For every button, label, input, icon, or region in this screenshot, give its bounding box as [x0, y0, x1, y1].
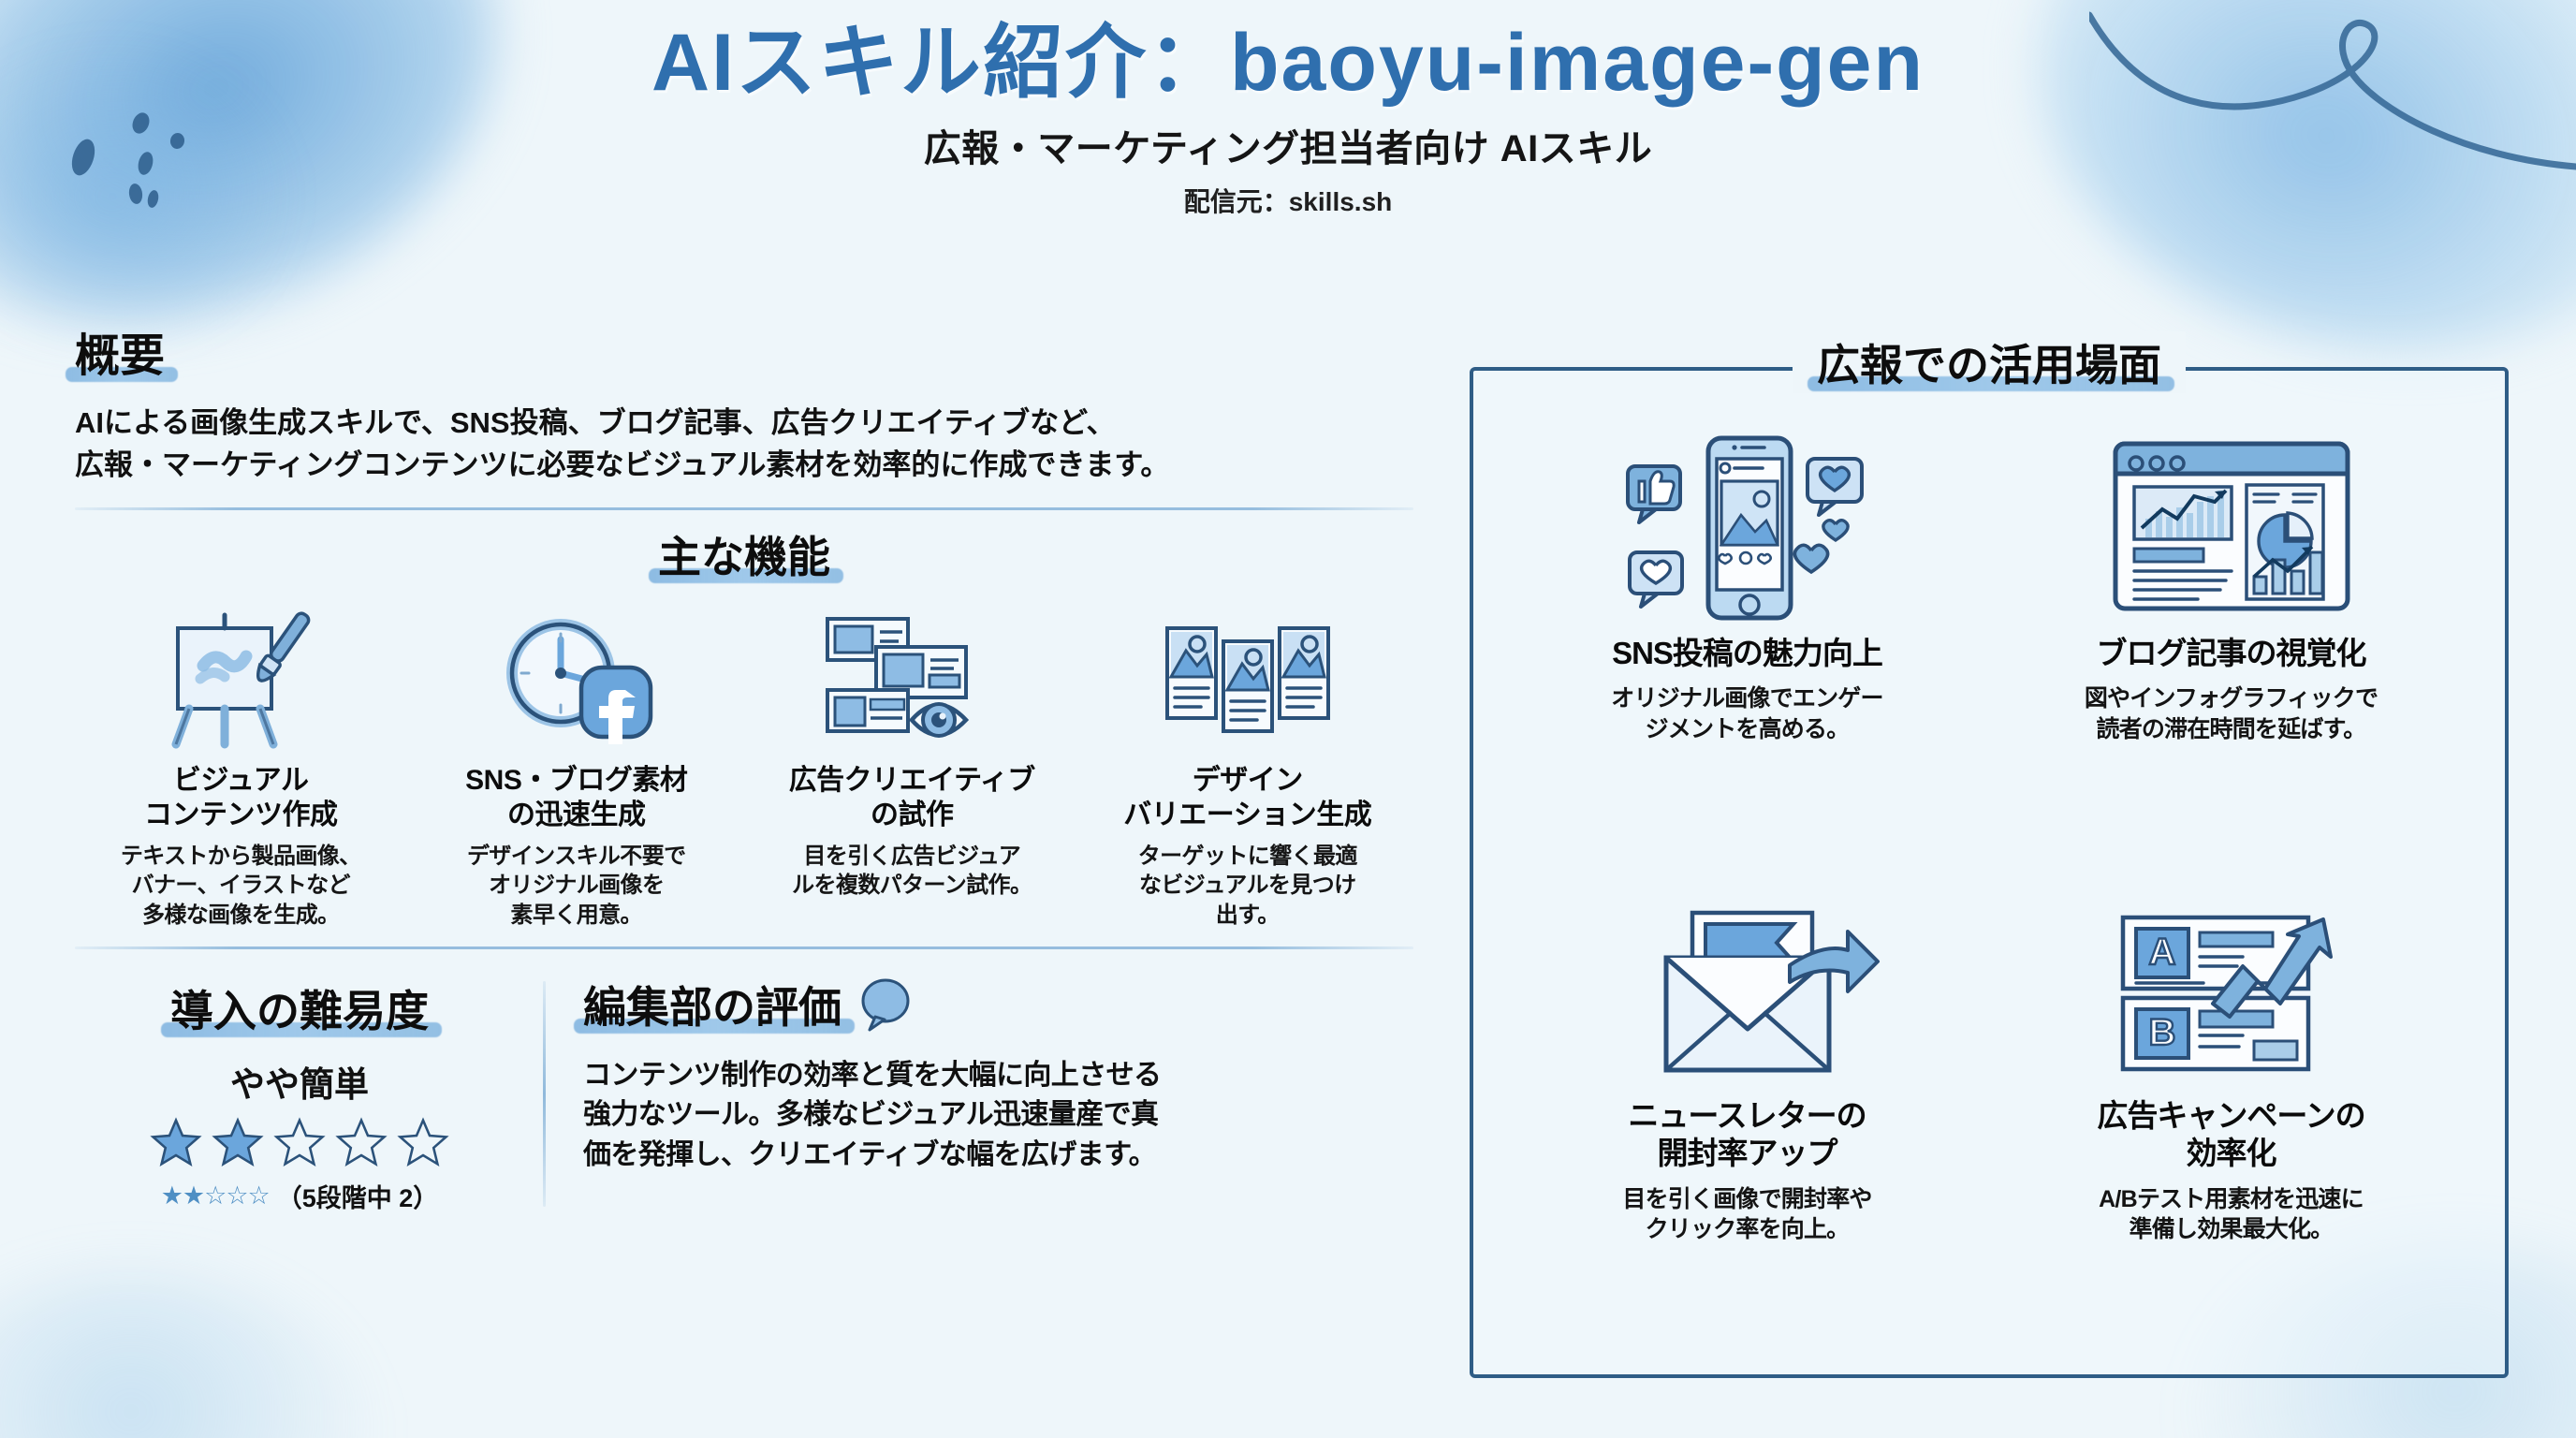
feature-desc: 目を引く広告ビジュア ルを複数パターン試作。	[792, 844, 1032, 899]
bottom-row: 導入の難易度 やや簡単 ★★☆☆☆ （5段階中 2） 編集部の評価	[75, 974, 1413, 1214]
svg-text:A: A	[2148, 932, 2175, 973]
use-case-card: ブログ記事の視覚化 図やインフォグラフィックで 読者の滞在時間を延ばす。	[1989, 425, 2473, 888]
use-case-desc: 目を引く画像で開封率や クリック率を向上。	[1622, 1185, 1872, 1243]
feature-desc: ターゲットに響く最適 なビジュアルを見つけ 出す。	[1137, 844, 1358, 928]
feature-title: デザイン バリエーション生成	[1123, 764, 1372, 831]
overview-heading: 概要	[75, 318, 165, 384]
clock-facebook-icon	[417, 609, 738, 750]
three-image-variants-icon	[1088, 609, 1409, 750]
overview-line-1: AIによる画像生成スキルで、SNS投稿、ブログ記事、広告クリエイティブなど、	[75, 406, 1116, 439]
ab-test-growth-icon: A B	[2100, 888, 2363, 1092]
mini-star-rating: ★★☆☆☆	[160, 1181, 271, 1210]
feature-card: SNS・ブログ素材 の迅速生成 デザインスキル不要で オリジナル画像を 素早く用…	[411, 609, 743, 930]
overview-line-2: 広報・マーケティングコンテンツに必要なビジュアル素材を効率的に作成できます。	[75, 448, 1170, 481]
review-heading-wrap: 編集部の評価	[583, 974, 1413, 1035]
use-cases-panel: 広報での活用場面	[1470, 331, 2509, 1378]
star-icon-empty	[273, 1117, 326, 1167]
feature-title: 広告クリエイティブ の試作	[788, 764, 1036, 831]
feature-card: デザイン バリエーション生成 ターゲットに響く最適 なビジュアルを見つけ 出す。	[1082, 609, 1414, 930]
page-title: AIスキル紹介：baoyu-image-gen	[651, 18, 1925, 108]
ad-cards-eye-icon	[752, 609, 1073, 750]
star-icon-filled	[212, 1117, 264, 1167]
overview-body: AIによる画像生成スキルで、SNS投稿、ブログ記事、広告クリエイティブなど、 広…	[75, 403, 1413, 487]
use-case-card: A B 広告キャンペ	[1989, 888, 2473, 1350]
use-cases-heading-wrap: 広報での活用場面	[1793, 331, 2186, 393]
features-heading-wrap: 主な機能	[75, 523, 1413, 585]
use-case-card: SNS投稿の魅力向上 オリジナル画像でエンゲー ジメントを高める。	[1505, 425, 1989, 888]
feature-title: ビジュアル コンテンツ作成	[144, 764, 338, 831]
easel-paintbrush-icon	[80, 609, 402, 750]
review-heading: 編集部の評価	[583, 974, 842, 1035]
use-case-title: SNS投稿の魅力向上	[1612, 636, 1883, 670]
difficulty-heading: 導入の難易度	[170, 977, 429, 1039]
use-case-desc: A/Bテスト用素材を迅速に 準備し効果最大化。	[2099, 1185, 2364, 1243]
left-column: 概要 AIによる画像生成スキルで、SNS投稿、ブログ記事、広告クリエイティブなど…	[75, 318, 1413, 1214]
use-case-title: ニュースレターの 開封率アップ	[1628, 1098, 1866, 1171]
features-grid: ビジュアル コンテンツ作成 テキストから製品画像、 バナー、イラストなど 多様な…	[75, 609, 1413, 930]
source-label: 配信元：skills.sh	[1183, 187, 1393, 217]
feature-title: SNS・ブログ素材 の迅速生成	[465, 764, 688, 831]
use-cases-grid: SNS投稿の魅力向上 オリジナル画像でエンゲー ジメントを高める。	[1505, 425, 2473, 1350]
star-icon-empty	[397, 1117, 449, 1167]
svg-text:B: B	[2148, 1012, 2175, 1053]
difficulty-section: 導入の難易度 やや簡単 ★★☆☆☆ （5段階中 2）	[75, 974, 524, 1214]
star-icon-filled	[150, 1117, 202, 1167]
watercolor-wash-bottom-left	[0, 1269, 374, 1438]
overview-section: 概要 AIによる画像生成スキルで、SNS投稿、ブログ記事、広告クリエイティブなど…	[75, 318, 1413, 487]
difficulty-value: やや簡単	[230, 1064, 369, 1104]
divider	[75, 946, 1413, 949]
feature-card: ビジュアル コンテンツ作成 テキストから製品画像、 バナー、イラストなど 多様な…	[75, 609, 407, 930]
vertical-divider	[543, 980, 546, 1207]
use-case-card: ニュースレターの 開封率アップ 目を引く画像で開封率や クリック率を向上。	[1505, 888, 1989, 1350]
use-case-title: 広告キャンペーンの 効率化	[2097, 1098, 2365, 1171]
page-subtitle: 広報・マーケティング担当者向け AIスキル	[923, 128, 1653, 170]
feature-card: 広告クリエイティブ の試作 目を引く広告ビジュア ルを複数パターン試作。	[746, 609, 1078, 930]
speech-bubble-icon	[861, 978, 910, 1032]
feature-desc: テキストから製品画像、 バナー、イラストなど 多様な画像を生成。	[120, 844, 361, 928]
feature-desc: デザインスキル不要で オリジナル画像を 素早く用意。	[466, 844, 686, 928]
review-body: コンテンツ制作の効率と質を大幅に向上させる 強力なツール。多様なビジュアル迅速量…	[583, 1059, 1162, 1170]
open-envelope-send-icon	[1612, 888, 1883, 1092]
score-line: ★★☆☆☆ （5段階中 2）	[75, 1178, 524, 1214]
review-section: 編集部の評価 コンテンツ制作の効率と質を大幅に向上させる 強力なツール。多様なビ…	[583, 974, 1413, 1214]
browser-analytics-icon	[2104, 425, 2359, 629]
page-header: AIスキル紹介：baoyu-image-gen 広報・マーケティング担当者向け …	[0, 21, 2576, 219]
smartphone-social-likes-icon	[1607, 425, 1888, 629]
divider	[75, 506, 1413, 510]
star-rating	[75, 1116, 524, 1168]
star-icon-empty	[335, 1117, 388, 1167]
use-case-title: ブログ記事の視覚化	[2096, 636, 2367, 670]
score-text: （5段階中 2）	[276, 1183, 439, 1212]
features-heading: 主な機能	[658, 523, 830, 585]
use-case-desc: 図やインフォグラフィックで 読者の滞在時間を延ばす。	[2084, 685, 2378, 742]
use-cases-heading: 広報での活用場面	[1817, 331, 2161, 393]
use-case-desc: オリジナル画像でエンゲー ジメントを高める。	[1611, 685, 1883, 742]
